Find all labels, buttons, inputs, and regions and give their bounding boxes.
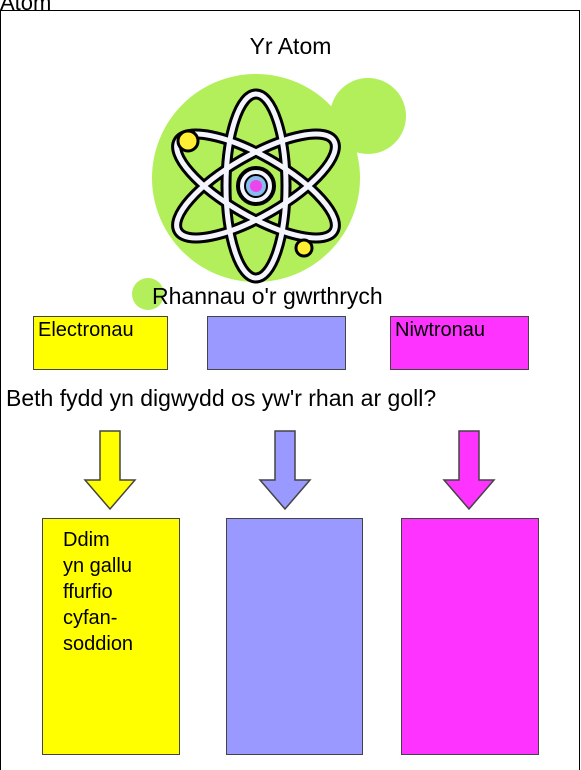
result-line: Ddim <box>63 529 110 551</box>
electrons-result-text: Ddim yn gallu ffurfio cyfan- soddion <box>63 527 133 657</box>
atom-icon <box>132 74 406 310</box>
page-title: Yr Atom <box>249 33 332 59</box>
neutrons-result-box <box>401 518 539 755</box>
electrons-label: Electronau <box>38 319 134 341</box>
content-frame <box>0 10 580 770</box>
protons-label-box <box>207 316 346 370</box>
protons-result-box <box>226 518 363 755</box>
parts-heading: Rhannau o'r gwrthrych <box>152 283 383 309</box>
result-line: soddion <box>63 633 134 655</box>
neutrons-label-box: Niwtronau <box>390 316 529 370</box>
result-line: ffurfio <box>63 581 113 603</box>
electrons-result-box: Ddim yn gallu ffurfio cyfan- soddion <box>42 518 180 755</box>
result-line: cyfan- <box>63 607 118 629</box>
down-arrow-icon <box>442 430 496 510</box>
neutrons-label: Niwtronau <box>395 319 486 341</box>
result-line: yn gallu <box>63 555 132 577</box>
question-text: Beth fydd yn digwydd os yw'r rhan ar gol… <box>6 385 437 411</box>
down-arrow-icon <box>83 430 137 510</box>
down-arrow-icon <box>258 430 312 510</box>
electrons-label-box: Electronau <box>33 316 168 370</box>
